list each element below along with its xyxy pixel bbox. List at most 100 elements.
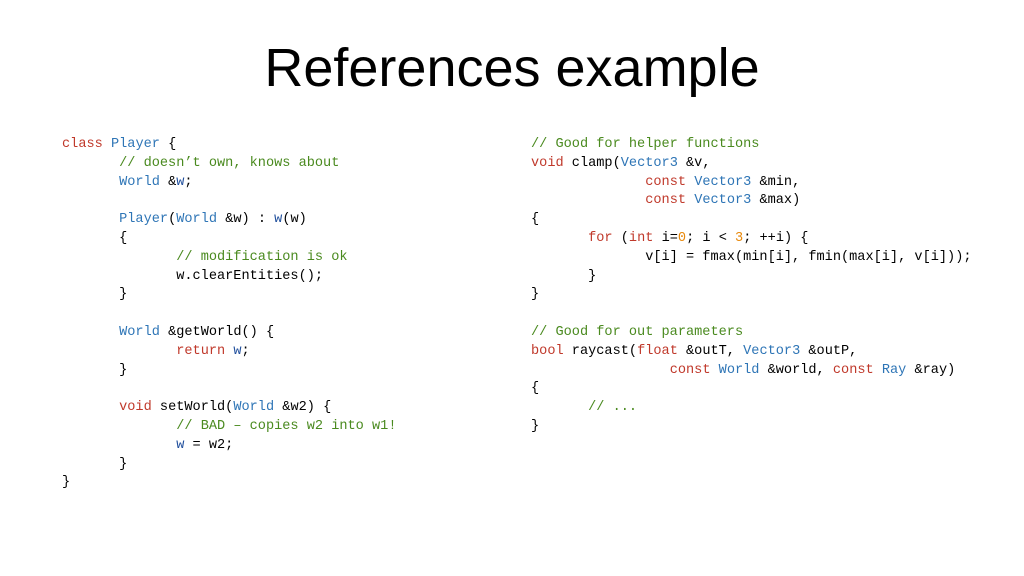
code-token: &w2) { [274,400,332,416]
code-token: } [531,268,597,284]
code-token: setWorld( [151,400,234,416]
code-token: &getWorld() { [159,324,275,340]
code-line: // ... [531,399,972,418]
code-line: } [531,418,972,437]
code-token: ; [184,174,193,190]
code-token: w [233,343,242,359]
code-line: } [531,268,972,287]
code-token: } [531,418,540,434]
code-token: Ray [881,362,907,378]
code-token: const [832,362,874,378]
code-token: } [531,287,540,303]
code-token: } [62,456,128,472]
code-line: const World &world, const Ray &ray) [531,362,972,381]
code-token: ; ++i) { [743,230,809,246]
code-line: return w; [62,343,396,362]
code-token [62,175,119,190]
code-token: w [274,212,283,228]
code-token: &w) : [217,212,275,228]
code-line: // Good for helper functions [531,136,972,155]
code-token [62,344,176,359]
code-token [62,212,119,227]
code-token [103,137,111,152]
code-token: void [119,400,152,416]
code-token: w [176,437,185,453]
code-token: (w) [282,212,307,228]
code-token: w [176,174,185,190]
code-token [710,363,718,378]
code-token: &v, [677,155,711,171]
code-token: World [119,174,160,190]
code-token: i= [653,230,678,246]
code-token: Vector3 [743,343,801,359]
code-token: int [628,230,654,246]
code-token: float [637,343,678,359]
code-token: &world, [759,362,833,378]
code-token: ; i < [686,230,736,246]
code-token: World [176,212,218,228]
code-token: &outP, [800,343,858,359]
code-token: for [588,230,613,246]
code-token: World [233,400,275,416]
code-line: } [62,456,396,475]
code-token [686,175,694,190]
code-token [62,400,119,415]
code-token: World [119,324,160,340]
code-token: class [62,137,103,152]
code-line: w.clearEntities(); [62,268,396,287]
code-line: // Good for out parameters [531,324,972,343]
code-token: } [62,362,128,378]
code-line: class Player { [62,136,396,155]
code-token: &max) [751,193,801,209]
code-token: } [62,475,71,491]
code-token [531,363,670,378]
code-token: const [645,174,687,190]
code-line: World &getWorld() { [62,324,396,343]
code-token: ; [241,343,250,359]
code-line: bool raycast(float &outT, Vector3 &outP, [531,343,972,362]
code-token: ( [168,212,177,228]
code-block-player-class: class Player { // doesn’t own, knows abo… [62,136,396,493]
code-line: } [531,286,972,305]
code-line: { [531,211,972,230]
code-token [531,231,588,246]
code-line: const Vector3 &max) [531,192,972,211]
code-token: const [669,362,711,378]
code-line: // doesn’t own, knows about [62,155,396,174]
code-token: void [531,155,564,171]
code-token: &min, [751,174,801,190]
code-token: { [159,137,177,152]
code-line [62,305,396,324]
code-line: { [62,230,396,249]
code-token: 0 [677,230,687,246]
code-line: void clamp(Vector3 &v, [531,155,972,174]
code-token: } [62,287,128,303]
code-line: Player(World &w) : w(w) [62,211,396,230]
code-token: // Good for out parameters [531,324,744,340]
code-token: &outT, [677,343,744,359]
code-token: Player [119,212,169,228]
code-token: const [645,193,687,209]
code-token [531,193,645,208]
code-token: ( [612,230,629,246]
code-line: // BAD – copies w2 into w1! [62,418,396,437]
code-token: &ray) [906,362,956,378]
code-token [686,193,694,208]
code-token [874,363,882,378]
code-token: Player [110,137,160,152]
code-token: // BAD – copies w2 into w1! [176,418,397,434]
code-line: w = w2; [62,437,396,456]
code-token: raycast( [563,343,638,359]
code-token [531,400,588,415]
code-token: bool [531,343,564,359]
code-line: const Vector3 &min, [531,174,972,193]
code-line: } [62,286,396,305]
code-token: World [718,362,760,378]
code-line: } [62,362,396,381]
code-line: World &w; [62,174,396,193]
code-token [62,438,176,453]
code-line: // modification is ok [62,249,396,268]
code-token: clamp( [563,155,621,171]
code-token: // ... [588,400,638,416]
